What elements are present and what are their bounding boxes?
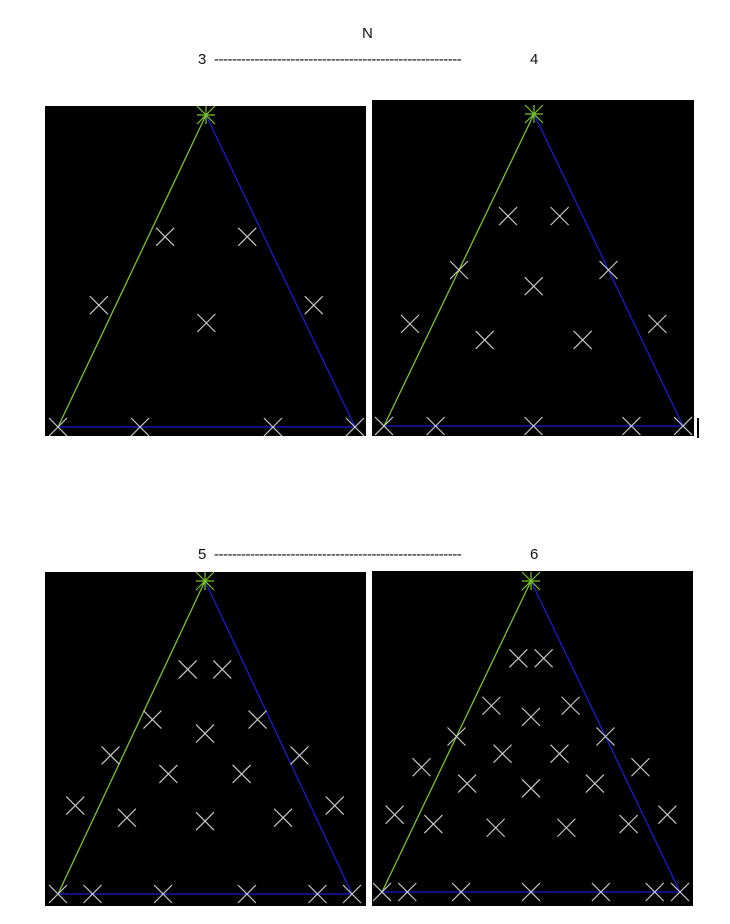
node-marker-stroke-b [599,260,618,280]
label-5: 5 [198,546,207,563]
node-marker-stroke-b [342,884,362,904]
node-marker-stroke-b [196,313,216,333]
node-marker-stroke-b [89,295,109,315]
node-marker-stroke-b [561,696,580,716]
node-marker-stroke-b [670,882,690,902]
triangle-panel-4 [372,100,694,436]
text-cursor [697,418,699,438]
node-marker-stroke-b [585,774,605,793]
node-marker-stroke-b [486,818,506,838]
node-marker-stroke-b [493,744,512,764]
node-marker-stroke-b [397,882,417,902]
node-marker-stroke-b [534,648,554,668]
label-4: 4 [530,51,539,68]
node-marker-stroke-b [631,757,650,777]
node-marker-stroke-b [143,710,162,729]
node-marker-stroke-b [524,416,543,436]
node-marker-stroke-b [374,416,394,436]
node-marker-stroke-b [475,330,495,350]
title-n: N [362,25,373,42]
triangle-panel-6 [372,571,693,906]
node-marker-stroke-b [400,314,420,334]
node-marker-stroke-b [550,206,570,226]
node-marker-stroke-b [521,778,541,798]
triangle-right-edge [204,580,353,895]
node-marker-stroke-b [426,416,446,436]
dash-line-bottom: ----------------------------------------… [214,546,462,563]
node-marker-stroke-b [212,660,232,679]
node-marker-stroke-b [647,314,667,334]
node-marker-stroke-b [482,696,501,716]
node-marker-stroke-b [290,746,309,765]
node-marker-stroke-b [556,818,576,838]
triangle-panel-5-svg [48,572,362,904]
node-marker-stroke-b [178,660,198,679]
node-marker-stroke-b [447,727,466,746]
triangle-panel-3 [45,106,366,436]
node-marker-stroke-b [48,417,68,436]
node-marker-stroke-b [412,757,431,777]
node-marker-stroke-b [248,710,267,729]
triangle-panel-4-svg [374,104,693,436]
label-6: 6 [530,546,539,563]
dash-line-top: ----------------------------------------… [214,51,462,68]
triangle-right-edge [205,114,356,428]
node-marker-stroke-b [232,764,252,784]
node-marker-stroke-b [596,727,615,746]
label-3: 3 [198,51,207,68]
node-marker-stroke-b [423,814,443,834]
node-marker-stroke-b [273,808,293,828]
node-marker-stroke-b [308,884,327,904]
node-marker-stroke-b [657,805,677,825]
triangle-left-edge [57,114,207,428]
node-marker-stroke-b [621,416,641,436]
node-marker-stroke-b [83,884,102,904]
node-marker-stroke-b [550,744,569,764]
node-marker-stroke-b [48,884,68,904]
node-marker-stroke-b [101,746,120,765]
triangle-panel-6-svg [372,571,690,902]
node-marker-stroke-b [451,882,471,902]
triangle-left-edge [57,580,206,895]
node-marker-stroke-b [645,882,665,902]
triangle-panel-3-svg [48,106,365,436]
node-marker-stroke-b [385,805,405,825]
node-marker-stroke-b [195,724,215,743]
node-marker-stroke-b [130,417,150,436]
node-marker-stroke-b [457,774,477,793]
node-marker-stroke-b [372,882,392,902]
node-marker-stroke-b [524,276,544,296]
node-marker-stroke-b [325,796,345,815]
node-marker-stroke-b [521,707,541,727]
node-marker-stroke-b [345,417,365,436]
node-marker-stroke-b [155,227,175,247]
node-marker-stroke-b [673,416,693,436]
triangle-panel-5 [45,572,366,906]
node-marker-stroke-b [237,884,257,904]
node-marker-stroke-b [591,882,611,902]
node-marker-stroke-b [158,764,178,784]
node-marker-stroke-b [304,295,324,315]
node-marker-stroke-b [65,796,85,815]
node-marker-stroke-b [498,206,518,226]
node-marker-stroke-b [237,227,257,247]
node-marker-stroke-b [117,808,137,828]
node-marker-stroke-b [153,884,173,904]
node-marker-stroke-b [195,811,215,831]
node-marker-stroke-b [449,260,469,280]
node-marker-stroke-b [508,648,528,668]
node-marker-stroke-b [619,814,639,834]
node-marker-stroke-b [263,417,283,436]
node-marker-stroke-b [521,882,541,902]
node-marker-stroke-b [573,330,593,350]
